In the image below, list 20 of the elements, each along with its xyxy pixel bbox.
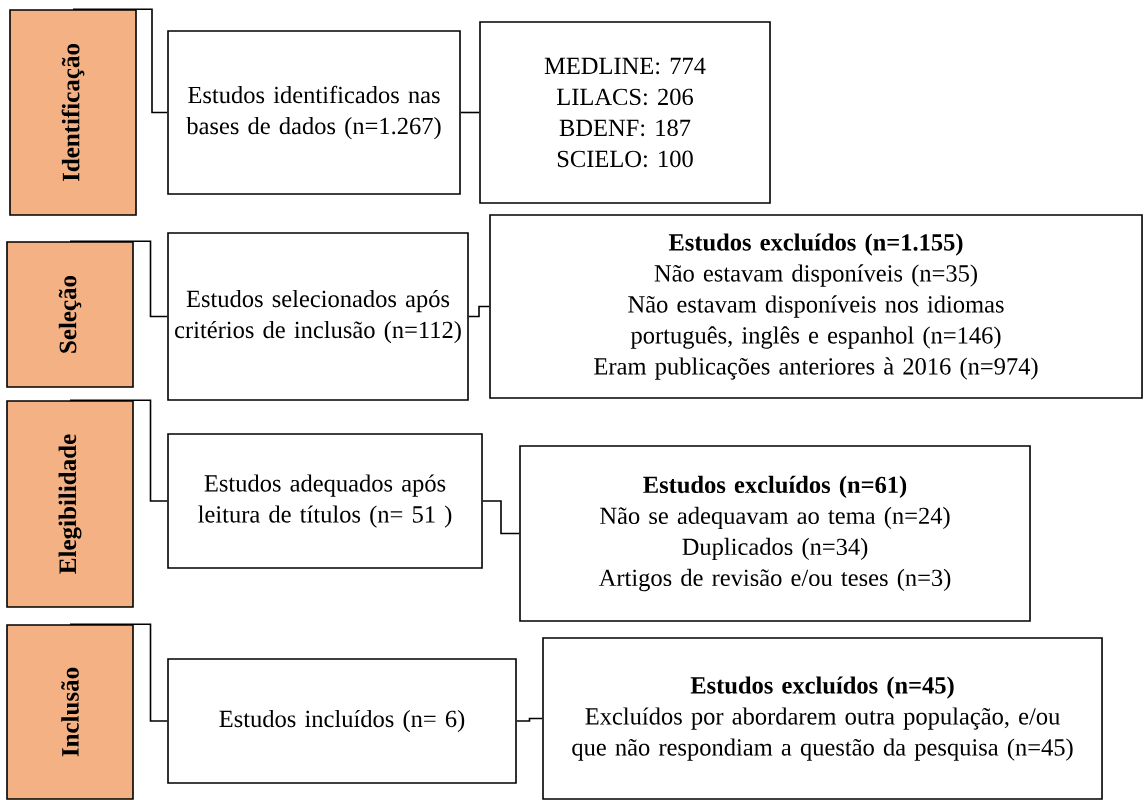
connector-line — [516, 717, 543, 722]
exclusion-box: Estudos excluídos (n=45) Excluídos por abordarem outra população, e/ou que não respondiam a questão da pesquisa (n=45) — [542, 637, 1103, 800]
connector-line — [460, 111, 480, 114]
phase-label-box: Elegibilidade — [6, 400, 134, 608]
process-box: Estudos adequados após leitura de títulos (n= 51 ) — [167, 433, 483, 569]
phase-label-box: Inclusão — [6, 624, 134, 800]
process-box: Estudos identificados nas bases de dados (n=1.267) — [167, 30, 461, 195]
phase-label-box: Seleção — [6, 241, 134, 388]
connector-line — [72, 8, 168, 114]
exclusion-box: Estudos excluídos (n=1.155) Não estavam disponíveis (n=35) Não estavam disponíveis nos idiomas português, inglês e espanhol (n=146) Eram publicações anteriores à 2016 (n=974) — [489, 214, 1143, 399]
connector-line — [69, 399, 168, 502]
phase-label-box: Identificação — [9, 9, 137, 216]
connector-line — [69, 623, 168, 722]
connector-line — [482, 500, 520, 535]
connector-line — [468, 305, 490, 318]
process-box: Estudos selecionados após critérios de inclusão (n=112) — [167, 232, 469, 401]
database-box: MEDLINE: 774 LILACS: 206 BDENF: 187 SCIELO: 100 — [479, 21, 771, 204]
process-box: Estudos incluídos (n= 6) — [167, 658, 517, 784]
exclusion-box: Estudos excluídos (n=61) Não se adequavam ao tema (n=24) Duplicados (n=34) Artigos de revisão e/ou teses (n=3) — [519, 445, 1031, 622]
connector-line — [69, 240, 168, 318]
